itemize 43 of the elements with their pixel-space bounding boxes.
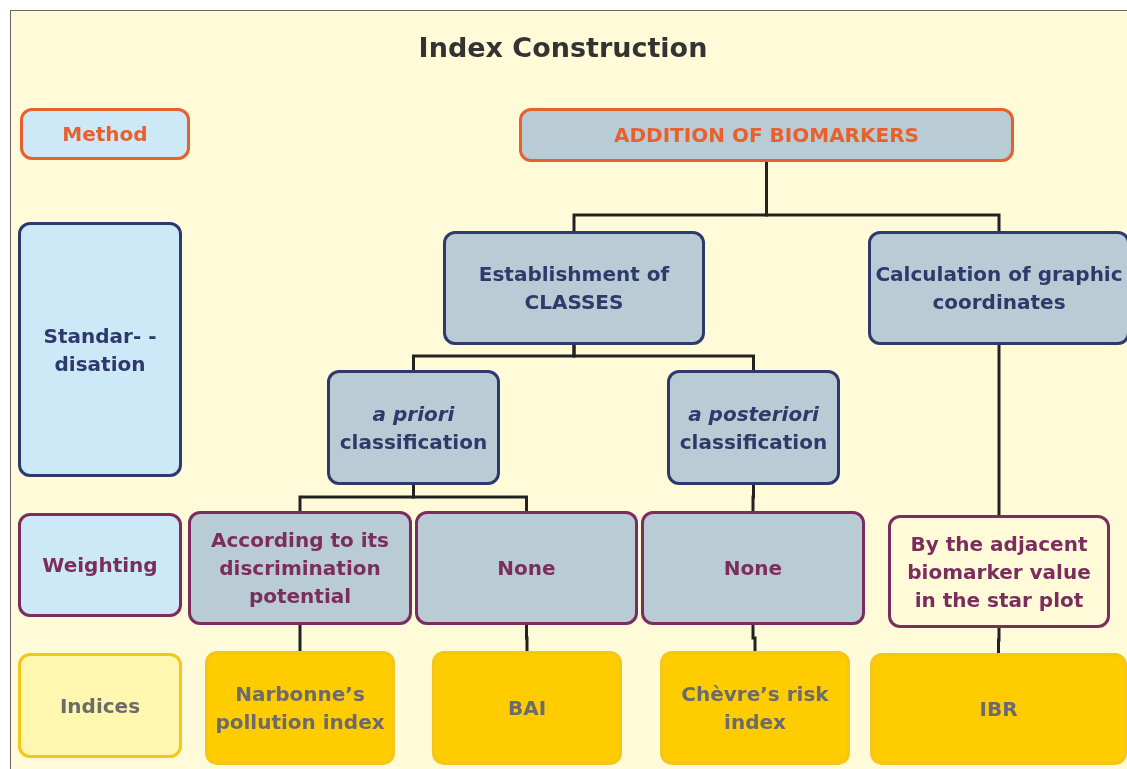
node-label: None — [723, 555, 783, 582]
node-label: None — [497, 555, 556, 582]
node-label: Chèvre’s risk index — [680, 681, 830, 736]
node-label: Indices — [59, 692, 141, 720]
result-box — [205, 651, 395, 765]
connector-line — [997, 345, 1001, 515]
connector-line — [412, 485, 528, 511]
result-box — [870, 653, 1127, 765]
process-box — [327, 370, 500, 485]
connector-line — [525, 625, 529, 651]
connector-line — [751, 485, 755, 511]
node-label: Narbonne’s pollution index — [214, 681, 386, 736]
node-label: a posteriori classification — [678, 400, 829, 456]
label-box — [18, 513, 182, 617]
process-box — [415, 511, 638, 625]
node-label: BAI — [507, 695, 547, 722]
connector-line — [751, 625, 757, 651]
process-box — [641, 511, 865, 625]
node-label: By the adjacent biomarker value in the star plot — [906, 530, 1092, 614]
process-box — [443, 231, 705, 345]
result-box — [432, 651, 622, 765]
label-box — [20, 108, 190, 160]
connector-line — [997, 628, 1001, 653]
node-label: Weighting — [42, 552, 158, 579]
node-label: Calculation of graphic coordinates — [875, 261, 1123, 316]
label-box — [18, 653, 182, 758]
node-label: ADDITION OF BIOMARKERS — [614, 122, 919, 149]
connector-line — [572, 345, 755, 370]
node-label: IBR — [979, 696, 1018, 723]
node-label: According to its discrimination potential — [209, 527, 391, 610]
process-box — [868, 231, 1127, 345]
process-box — [188, 511, 412, 625]
node-label: a priori classification — [338, 400, 489, 456]
process-box — [888, 515, 1110, 628]
node-label: Standar- -disation — [42, 322, 158, 378]
root-box — [519, 108, 1014, 162]
result-box — [660, 651, 850, 765]
process-box — [667, 370, 840, 485]
node-label: Method — [62, 121, 148, 148]
label-box — [18, 222, 182, 477]
diagram-title: Index Construction — [417, 32, 709, 63]
node-label: Establishment of CLASSES — [477, 261, 671, 316]
connector-line — [298, 625, 302, 651]
